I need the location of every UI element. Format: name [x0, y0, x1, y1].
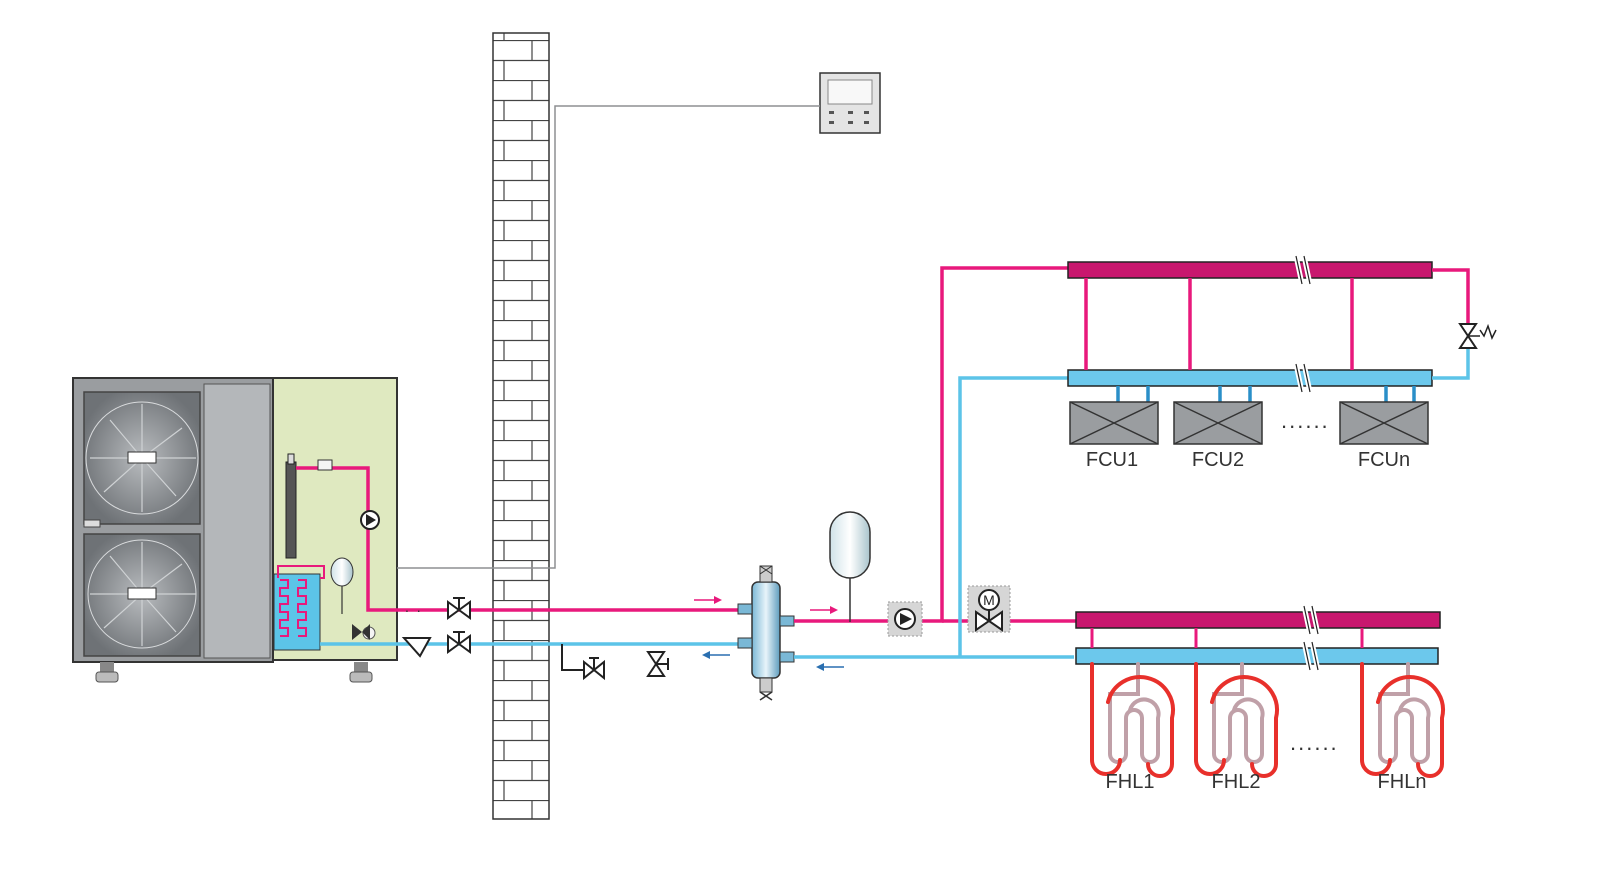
pressure-relief-valve-icon	[1458, 323, 1497, 349]
floor-supply-manifold	[1075, 605, 1441, 635]
motor-symbol: M	[983, 592, 995, 608]
wired-controller	[819, 72, 881, 134]
fcu-branch-pipes	[1084, 278, 1416, 402]
pipe-dots: . .	[405, 599, 423, 615]
flow-arrow-icon	[702, 651, 730, 659]
fhl-label: FHLn	[1378, 771, 1427, 793]
fhl-label: FHL2	[1212, 771, 1261, 793]
fhl-label: FHL1	[1106, 771, 1155, 793]
fcu-label: FCUn	[1358, 449, 1410, 471]
motorized-valve-icon: M	[967, 585, 1011, 633]
fcu-ellipsis: ......	[1281, 408, 1330, 433]
floor-heating-loop	[1090, 662, 1175, 778]
internal-hydronic-circuit	[273, 453, 440, 651]
floor-return-manifold	[1075, 641, 1439, 671]
outdoor-heat-pump-unit	[72, 377, 398, 683]
expansion-vessel	[829, 511, 871, 622]
fan-icon	[83, 533, 201, 657]
flow-arrow-icon	[694, 596, 722, 604]
bypass-pipe	[1432, 268, 1470, 380]
fan-coil-unit	[1173, 401, 1263, 445]
drain-valve-icon	[646, 651, 669, 677]
fan-coil-unit	[1339, 401, 1429, 445]
brick-wall	[492, 32, 550, 820]
floor-heating-loop	[1360, 662, 1445, 778]
hydraulic-separator	[737, 565, 795, 701]
unit-foot	[95, 662, 119, 683]
shutoff-valve-icon	[447, 597, 471, 620]
fan-icon	[83, 391, 201, 525]
fcu-supply-manifold	[1067, 255, 1433, 285]
drain-valve-icon	[561, 644, 605, 681]
circulation-pump-icon	[887, 601, 923, 637]
fcu-label: FCU1	[1086, 449, 1138, 471]
floor-heating-loop	[1194, 662, 1279, 778]
strainer-icon	[401, 637, 432, 658]
fan-coil-unit	[1069, 401, 1159, 445]
unit-foot	[349, 662, 373, 683]
control-cable	[397, 105, 820, 569]
flow-arrow-icon	[810, 606, 838, 614]
shutoff-valve-icon	[447, 631, 471, 654]
fcu-label: FCU2	[1192, 449, 1244, 471]
fhl-ellipsis: ......	[1290, 730, 1339, 755]
flow-arrow-icon	[816, 663, 844, 671]
floor-branch-pipes	[1090, 628, 1364, 648]
secondary-return-pipe	[794, 376, 1074, 659]
